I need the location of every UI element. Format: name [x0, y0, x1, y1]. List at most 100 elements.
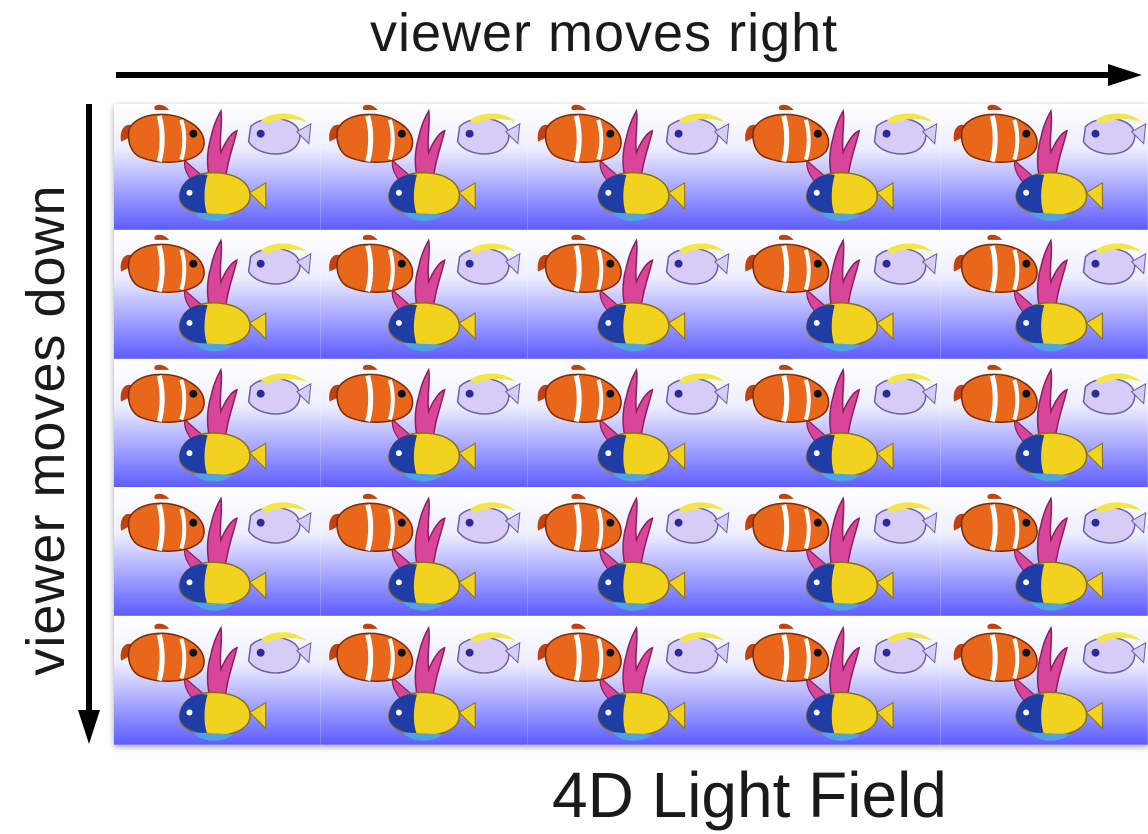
angelfish-icon	[806, 431, 894, 482]
tang-fish-icon	[456, 502, 521, 545]
angelfish-icon	[1015, 561, 1104, 612]
clownfish-icon	[328, 494, 414, 553]
view-tile	[114, 490, 321, 617]
tang-fish-icon	[665, 502, 729, 545]
angelfish-icon	[178, 561, 267, 612]
tang-fish-icon	[1082, 243, 1147, 285]
view-tile	[734, 619, 942, 745]
clownfish-icon	[745, 623, 830, 683]
tang-fish-icon	[1082, 502, 1147, 545]
grid-row	[114, 619, 1148, 745]
clownfish-icon	[953, 623, 1038, 683]
tang-fish-icon	[247, 632, 312, 674]
clownfish-icon	[120, 364, 205, 423]
tang-fish-icon	[874, 372, 938, 415]
clownfish-icon	[328, 623, 414, 683]
view-tile	[941, 361, 1148, 488]
tang-fish-icon	[456, 113, 521, 155]
tang-fish-icon	[665, 113, 729, 155]
light-field-caption: 4D Light Field	[552, 759, 947, 831]
clownfish-icon	[953, 494, 1038, 553]
angelfish-icon	[1015, 431, 1104, 482]
view-tile	[320, 361, 528, 488]
angelfish-icon	[387, 171, 476, 222]
clownfish-icon	[537, 234, 622, 293]
view-tile	[114, 104, 321, 230]
vertical-axis-label: viewer moves down	[16, 184, 76, 676]
view-tile	[527, 490, 735, 617]
clownfish-icon	[120, 104, 205, 163]
tang-fish-icon	[1082, 632, 1147, 674]
tang-fish-icon	[874, 243, 938, 285]
view-tile	[527, 104, 735, 230]
view-tile	[941, 619, 1148, 745]
clownfish-icon	[120, 623, 205, 683]
tang-fish-icon	[874, 502, 938, 545]
clownfish-icon	[328, 364, 414, 423]
clownfish-icon	[953, 104, 1038, 163]
tang-fish-icon	[874, 113, 938, 155]
clownfish-icon	[745, 494, 830, 553]
grid-row	[114, 490, 1148, 617]
view-tile	[320, 104, 528, 230]
tang-fish-icon	[665, 243, 729, 285]
angelfish-icon	[1015, 691, 1104, 741]
view-tile	[114, 232, 321, 359]
down-arrow	[78, 104, 100, 744]
clownfish-icon	[328, 234, 414, 293]
tang-fish-icon	[456, 243, 521, 285]
angelfish-icon	[597, 561, 685, 612]
grid-row	[114, 232, 1148, 359]
angelfish-icon	[178, 691, 267, 741]
angelfish-icon	[387, 561, 476, 612]
clownfish-icon	[120, 234, 205, 293]
view-tile	[527, 361, 735, 488]
angelfish-icon	[597, 171, 685, 222]
angelfish-icon	[806, 691, 894, 741]
right-arrow	[116, 64, 1142, 86]
view-tile	[114, 619, 321, 745]
view-tile	[941, 490, 1148, 617]
angelfish-icon	[178, 301, 267, 352]
tang-fish-icon	[665, 372, 729, 415]
clownfish-icon	[537, 494, 622, 553]
view-tile	[527, 232, 735, 359]
clownfish-icon	[537, 104, 622, 163]
view-tile	[734, 104, 942, 230]
clownfish-icon	[953, 234, 1038, 293]
view-tile	[320, 490, 528, 617]
view-tile	[734, 490, 942, 617]
angelfish-icon	[387, 431, 476, 482]
view-tile	[734, 361, 942, 488]
tang-fish-icon	[247, 502, 312, 545]
clownfish-icon	[745, 104, 830, 163]
horizontal-axis-label: viewer moves right	[370, 3, 839, 63]
clownfish-icon	[120, 494, 205, 553]
angelfish-icon	[387, 691, 476, 741]
tang-fish-icon	[1082, 113, 1147, 155]
tang-fish-icon	[874, 632, 938, 674]
tang-fish-icon	[456, 632, 521, 674]
grid-row	[114, 361, 1148, 488]
clownfish-icon	[745, 234, 830, 293]
view-tile	[527, 619, 735, 745]
angelfish-icon	[806, 561, 894, 612]
angelfish-icon	[178, 431, 267, 482]
view-tile	[320, 232, 528, 359]
angelfish-icon	[806, 171, 894, 222]
view-tile	[941, 232, 1148, 359]
view-tile	[734, 232, 942, 359]
angelfish-icon	[178, 171, 267, 222]
tang-fish-icon	[247, 113, 312, 155]
clownfish-icon	[745, 364, 830, 423]
angelfish-icon	[1015, 301, 1104, 352]
angelfish-icon	[597, 301, 685, 352]
view-tile	[320, 619, 528, 745]
tang-fish-icon	[247, 243, 312, 285]
view-tile	[114, 361, 321, 488]
clownfish-icon	[328, 104, 414, 163]
angelfish-icon	[597, 431, 685, 482]
tang-fish-icon	[665, 632, 729, 674]
angelfish-icon	[387, 301, 476, 352]
clownfish-icon	[537, 364, 622, 423]
